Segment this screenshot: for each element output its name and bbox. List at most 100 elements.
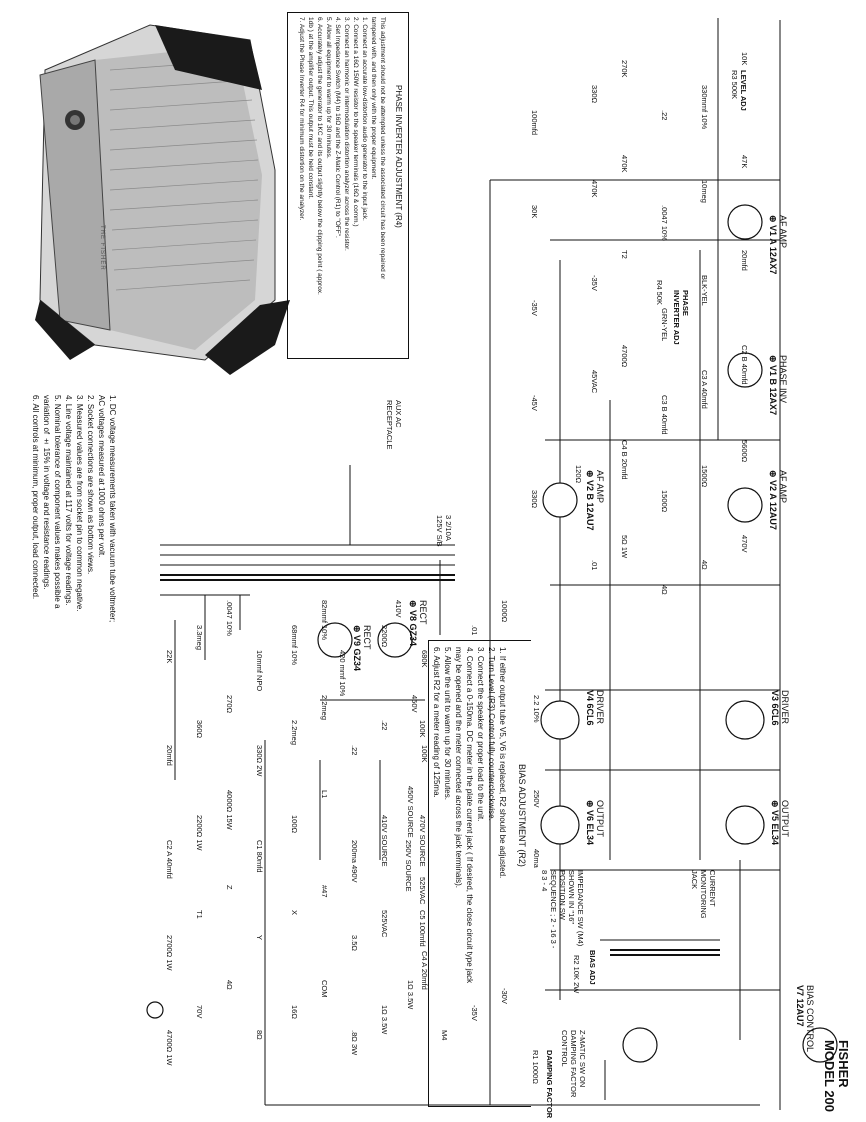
phase-inverter-line: 2. Connect a 16Ω 150W resistor to the sp… bbox=[352, 17, 359, 227]
model-label: FISHER MODEL 200 bbox=[822, 1040, 851, 1112]
component-value-label: GRN-YEL bbox=[660, 308, 669, 342]
component-value-label: 525VAC bbox=[380, 910, 389, 938]
phase-inverter-line: 7. Adjust the Phase Inverter R4 for mini… bbox=[298, 17, 305, 221]
general-notes: 1. DC voltage measurements taken with va… bbox=[30, 395, 118, 622]
component-value-label: 2700Ω 1W bbox=[165, 935, 174, 971]
component-value-label: L1 bbox=[320, 790, 329, 799]
phase-inverter-line: 6. Accurately adjust the generator to 1K… bbox=[316, 17, 323, 295]
component-value-label: 330Ω bbox=[590, 85, 599, 104]
tube-label-v1b: PHASE INV⊕ V1 B 12AX7 bbox=[768, 355, 788, 415]
bias-line: 5. Allow the unit to warm up for 30 minu… bbox=[443, 647, 452, 800]
component-value-label: 360Ω bbox=[195, 720, 204, 739]
component-value-label: 410V SOURCE bbox=[380, 815, 389, 867]
component-value-label: 10meg bbox=[700, 180, 709, 203]
component-value-label: 250V bbox=[532, 790, 541, 808]
component-value-label: M4 bbox=[440, 1030, 449, 1041]
component-value-label: Y bbox=[255, 935, 264, 941]
tube-name: ⊕ V9 GZ34 bbox=[352, 625, 362, 672]
aux-ac-receptacle-label: AUX AC RECEPTACLE bbox=[385, 400, 403, 450]
phase-inverter-adjustment-box: PHASE INVERTER ADJUSTMENT (R4) This adju… bbox=[287, 12, 409, 359]
component-value-label: C4 A 20mfd bbox=[420, 951, 429, 990]
component-value-label: 82mmf 10% bbox=[320, 600, 329, 641]
component-value-label: 470K bbox=[620, 155, 629, 173]
component-value-label: 16Ω bbox=[290, 1005, 299, 1019]
component-value-label: 1500Ω bbox=[660, 490, 669, 513]
component-value-label: 100Ω bbox=[290, 815, 299, 834]
level-name: LEVEL ADJ bbox=[739, 70, 748, 111]
component-value-label: .0047 10% bbox=[660, 205, 669, 241]
component-value-label: 45VAC bbox=[590, 370, 599, 394]
damping-control-ref: R1 1000Ω bbox=[531, 1050, 540, 1084]
component-value-label: .01 bbox=[470, 625, 479, 636]
component-value-label: 680K bbox=[420, 650, 429, 668]
component-value-label: 100K bbox=[420, 745, 429, 763]
note-line: AC voltages measured at 1000 ohms per vo… bbox=[97, 395, 106, 558]
phase-inverter-line: 5. Allow all equipment to warm up for 30… bbox=[325, 17, 332, 159]
bias-line: may be opened and the meter connected ac… bbox=[454, 647, 463, 889]
component-value-label: 68mmf 10% bbox=[290, 625, 299, 666]
tube-label-v8: RECT⊕ V8 GZ34 bbox=[408, 600, 428, 646]
component-value-label: X bbox=[290, 910, 299, 916]
component-value-label: -35V bbox=[470, 1005, 479, 1021]
component-value-label: .01 bbox=[590, 560, 599, 571]
tube-label-v1a: AF AMP⊕ V1 A 12AX7 bbox=[768, 215, 788, 274]
component-value-label: -35V bbox=[590, 275, 599, 291]
phase-inverter-line: 3. Connect an harmonic or intermodulatio… bbox=[343, 17, 350, 251]
tube-label-v2a: AF AMP⊕ V2 A 12AU7 bbox=[768, 470, 788, 530]
component-value-label: 100mfd bbox=[530, 110, 539, 136]
component-value-label: 4700Ω bbox=[620, 345, 629, 368]
component-value-label: 525VAC bbox=[418, 877, 427, 905]
tube-function: OUTPUT bbox=[595, 800, 605, 837]
component-value-label: 2.2 10% bbox=[532, 695, 541, 723]
component-value-label: 1500Ω bbox=[700, 465, 709, 488]
component-value-label: 100K bbox=[418, 720, 427, 738]
component-value-label: 270K bbox=[620, 60, 629, 78]
component-value-label: C3 B 40mfd bbox=[660, 395, 669, 435]
phase-inverter-line: 1db ) at the amplifier output. This outp… bbox=[307, 17, 314, 199]
component-value-label: 410V bbox=[394, 600, 403, 618]
component-value-label: 3.3meg bbox=[195, 625, 204, 651]
bias-name: BIAS ADJ bbox=[588, 950, 597, 985]
note-line: 4. Line voltage maintained at 117 volts … bbox=[64, 395, 73, 606]
component-value-label: C4 B 20mfd bbox=[620, 440, 629, 480]
component-value-label: T1 bbox=[195, 910, 204, 919]
component-value-label: 420 mmf 10% bbox=[338, 650, 347, 697]
component-value-label: .8Ω 3W bbox=[350, 1030, 359, 1056]
tube-function: DRIVER bbox=[595, 690, 605, 725]
component-value-label: .22 bbox=[380, 720, 389, 731]
phase-control-label: PHASE INVERTER ADJ bbox=[672, 290, 690, 350]
bias-adjustment-text: BIAS ADJUSTMENT (R2) 1. If either output… bbox=[431, 647, 527, 983]
tube-name: ⊕ V2 B 12AU7 bbox=[585, 470, 595, 531]
component-value-label: -45V bbox=[530, 395, 539, 411]
component-value-label: #47 bbox=[320, 885, 329, 898]
component-value-label: C1 80mfd bbox=[255, 840, 264, 873]
tube-name: ⊕ V6 EL34 bbox=[585, 800, 595, 846]
amplifier-photo-area bbox=[35, 20, 293, 380]
tube-name: ⊕ V5 EL34 bbox=[770, 800, 780, 846]
photo-caption-on-unit: THE FISHER bbox=[99, 225, 105, 271]
transformer-cores bbox=[160, 574, 720, 956]
component-value-label: Z bbox=[225, 885, 234, 890]
component-value-label: 4Ω bbox=[660, 585, 669, 595]
tube-name: V4 6CL6 bbox=[585, 690, 595, 726]
component-value-label: 3.5Ω bbox=[350, 935, 359, 952]
level-ref: R3 500K bbox=[730, 70, 739, 100]
component-value-label: 22K bbox=[165, 650, 174, 664]
wiring bbox=[160, 18, 781, 1110]
component-value-label: 470V bbox=[740, 535, 749, 553]
phase-inverter-line: 1. Connect an accurate low-distortion au… bbox=[361, 17, 368, 221]
component-value-label: 200ma 490V bbox=[350, 840, 359, 883]
tube-name: ⊕ V1 B 12AX7 bbox=[768, 355, 778, 416]
bias-line: 2. Turn Level (R3) Control fully counter… bbox=[487, 647, 496, 821]
bias-line: 1. If either output tube V5, V6 is repla… bbox=[498, 647, 507, 879]
amplifier-photo bbox=[35, 24, 290, 375]
bias-control-label: BIAS ADJ bbox=[588, 950, 597, 985]
component-value-label: 120Ω bbox=[574, 465, 583, 484]
tube-name: V7 12AU7 bbox=[795, 985, 805, 1027]
component-value-label: 70V bbox=[195, 1005, 204, 1019]
component-value-label: BLK-YEL bbox=[700, 275, 709, 306]
tube-label-v9: RECT⊕ V9 GZ34 bbox=[352, 625, 372, 671]
